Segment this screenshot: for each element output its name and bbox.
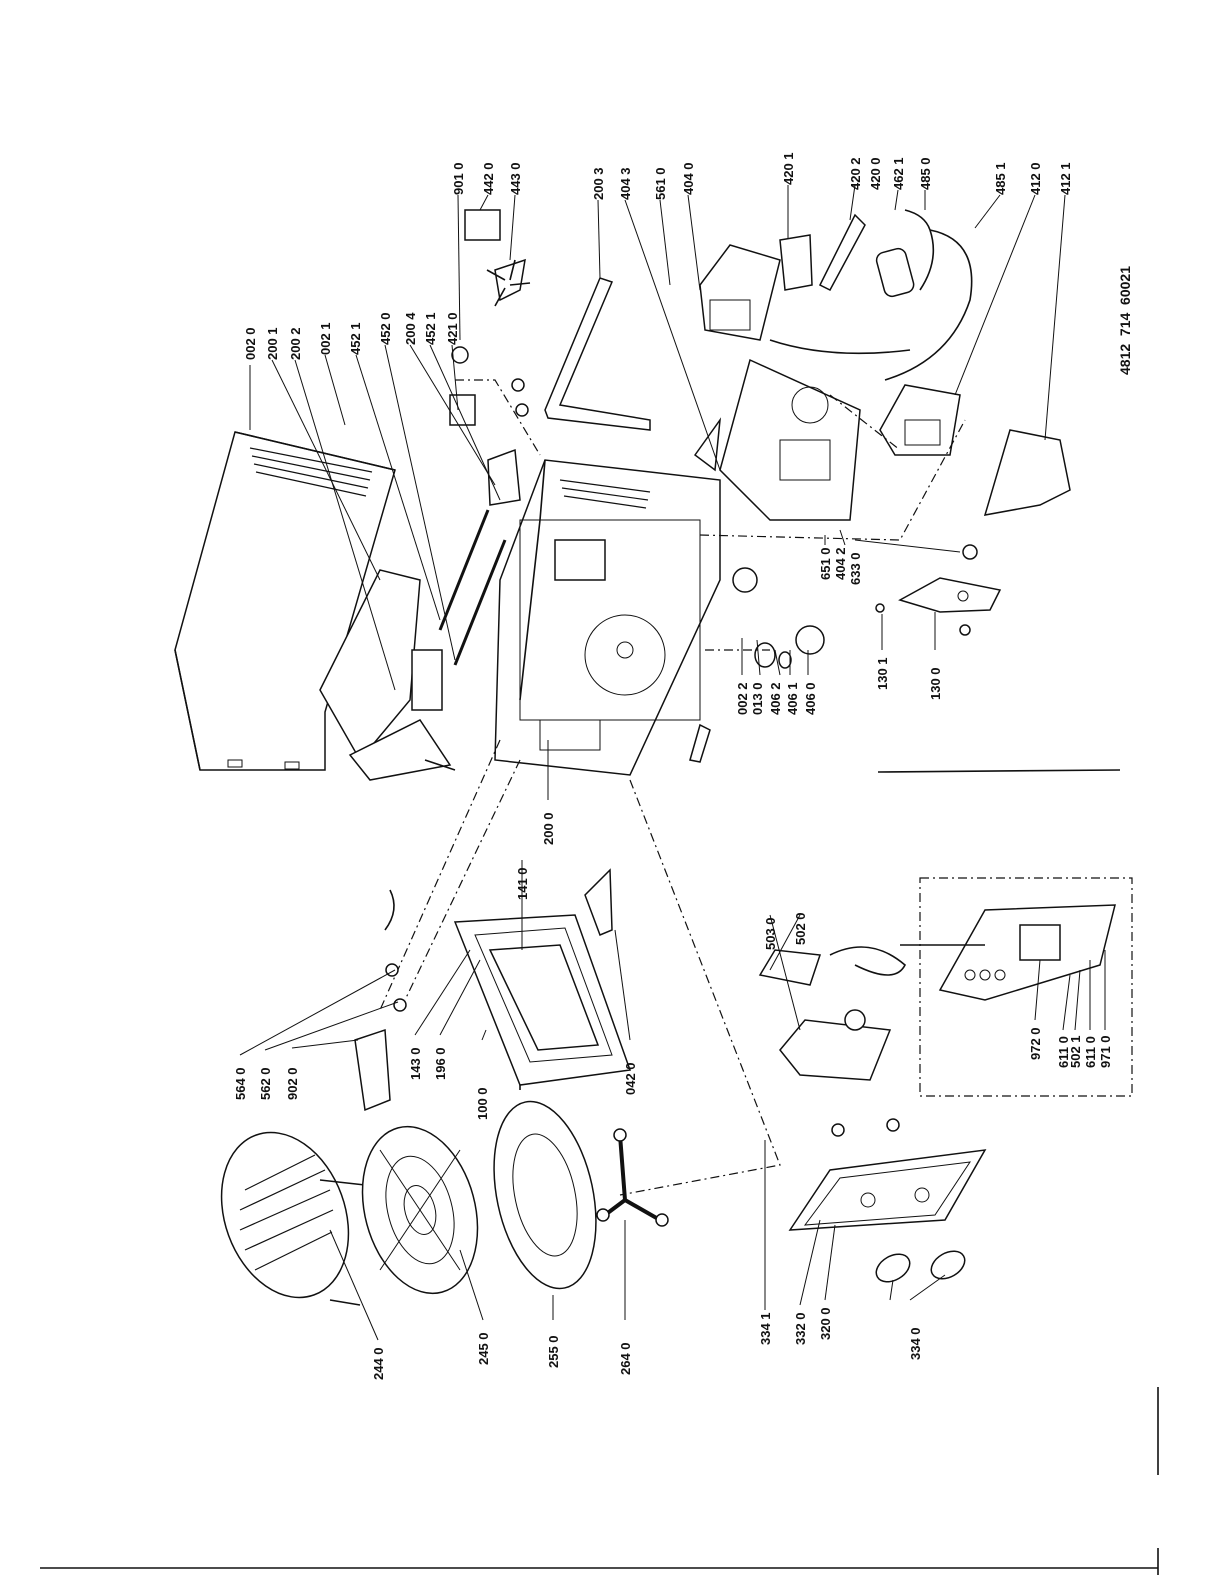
label-502-0: 502 0	[793, 912, 808, 945]
label-143-0: 143 0	[408, 1047, 423, 1080]
label-244-0: 244 0	[371, 1347, 386, 1380]
document-number: 4812 714 60021	[1117, 266, 1133, 375]
label-200-1: 200 1	[265, 327, 280, 360]
label-130-0: 130 0	[928, 667, 943, 700]
hv-transformer	[879, 384, 961, 456]
door-hinge-parts	[354, 889, 407, 1112]
label-245-0: 245 0	[476, 1332, 491, 1365]
label-334-1: 334 1	[758, 1312, 773, 1345]
label-611-0-a: 611 0	[1056, 1036, 1071, 1068]
label-013-0: 013 0	[750, 682, 765, 715]
label-200-2: 200 2	[288, 327, 303, 360]
label-196-0: 196 0	[433, 1047, 448, 1080]
oven-cavity-frame	[494, 459, 721, 776]
label-002-2: 002 2	[735, 682, 750, 715]
label-452-1-a: 452 1	[348, 322, 363, 355]
roller-support	[596, 1128, 669, 1227]
label-562-0: 562 0	[258, 1067, 273, 1100]
label-406-1: 406 1	[785, 682, 800, 715]
wire-rack-low	[361, 1125, 479, 1295]
label-452-0: 452 0	[378, 312, 393, 345]
label-564-0: 564 0	[233, 1067, 248, 1100]
label-971-0: 971 0	[1098, 1035, 1113, 1068]
label-200-0: 200 0	[541, 812, 556, 845]
side-panels	[319, 569, 456, 781]
magnetron-assembly	[693, 358, 861, 521]
label-901-0: 901 0	[451, 162, 466, 195]
label-462-1: 462 1	[891, 157, 906, 190]
label-420-0: 420 0	[868, 157, 883, 190]
label-443-0: 443 0	[508, 162, 523, 195]
label-561-0: 561 0	[653, 167, 668, 200]
label-420-1: 420 1	[781, 152, 796, 185]
label-200-4: 200 4	[403, 312, 418, 345]
label-100-0: 100 0	[475, 1087, 490, 1120]
door-bracket	[584, 868, 613, 936]
label-972-0: 972 0	[1028, 1027, 1043, 1060]
label-332-0: 332 0	[793, 1312, 808, 1345]
fan-motor-group	[449, 209, 531, 506]
label-320-0: 320 0	[818, 1307, 833, 1340]
label-611-0-b: 611 0	[1083, 1036, 1098, 1068]
label-264-0: 264 0	[618, 1342, 633, 1375]
label-141-0: 141 0	[515, 867, 530, 900]
wire-rack-high	[220, 1131, 366, 1306]
part-number-labels: 002 0 200 1 200 2 002 1 452 1 452 0 200 …	[233, 152, 1133, 1380]
assembly-guide-lines	[379, 379, 966, 1196]
membrane-sheet	[758, 944, 985, 986]
outer-cabinet	[174, 431, 396, 771]
timer-module	[779, 1009, 892, 1081]
label-412-1: 412 1	[1058, 162, 1073, 195]
cover-plate	[983, 429, 1071, 516]
label-503-0: 503 0	[763, 917, 778, 950]
label-042-0: 042 0	[623, 1062, 638, 1095]
label-651-0: 651 0	[818, 547, 833, 580]
label-485-0: 485 0	[918, 157, 933, 190]
capacitor-group	[769, 209, 973, 381]
label-902-0: 902 0	[285, 1067, 300, 1100]
label-404-0: 404 0	[681, 162, 696, 195]
label-404-2: 404 2	[833, 547, 848, 580]
label-002-0: 002 0	[243, 327, 258, 360]
oven-door	[453, 914, 632, 1090]
transformer	[699, 244, 781, 341]
label-406-2: 406 2	[768, 682, 783, 715]
label-130-1: 130 1	[875, 657, 890, 690]
turntable-drive	[689, 567, 825, 763]
divider-line	[877, 769, 1121, 773]
label-406-0: 406 0	[803, 682, 818, 715]
label-421-0: 421 0	[445, 312, 460, 345]
heater-rods	[438, 509, 507, 666]
front-control-panel	[788, 1118, 987, 1231]
label-002-1: 002 1	[318, 322, 333, 355]
label-502-1: 502 1	[1068, 1035, 1083, 1068]
label-334-0: 334 0	[908, 1327, 923, 1360]
label-452-1-b: 452 1	[423, 312, 438, 345]
label-412-0: 412 0	[1028, 162, 1043, 195]
label-485-1: 485 1	[993, 162, 1008, 195]
label-442-0: 442 0	[481, 162, 496, 195]
label-420-2: 420 2	[848, 157, 863, 190]
glass-turntable	[493, 1100, 597, 1290]
control-knobs	[875, 1250, 966, 1283]
door-interlock	[875, 544, 1002, 636]
leader-lines	[239, 184, 1106, 1341]
label-404-3: 404 3	[618, 167, 633, 200]
label-255-0: 255 0	[546, 1335, 561, 1368]
air-guide	[544, 277, 651, 431]
label-200-3: 200 3	[591, 167, 606, 200]
label-633-0: 633 0	[848, 552, 863, 585]
